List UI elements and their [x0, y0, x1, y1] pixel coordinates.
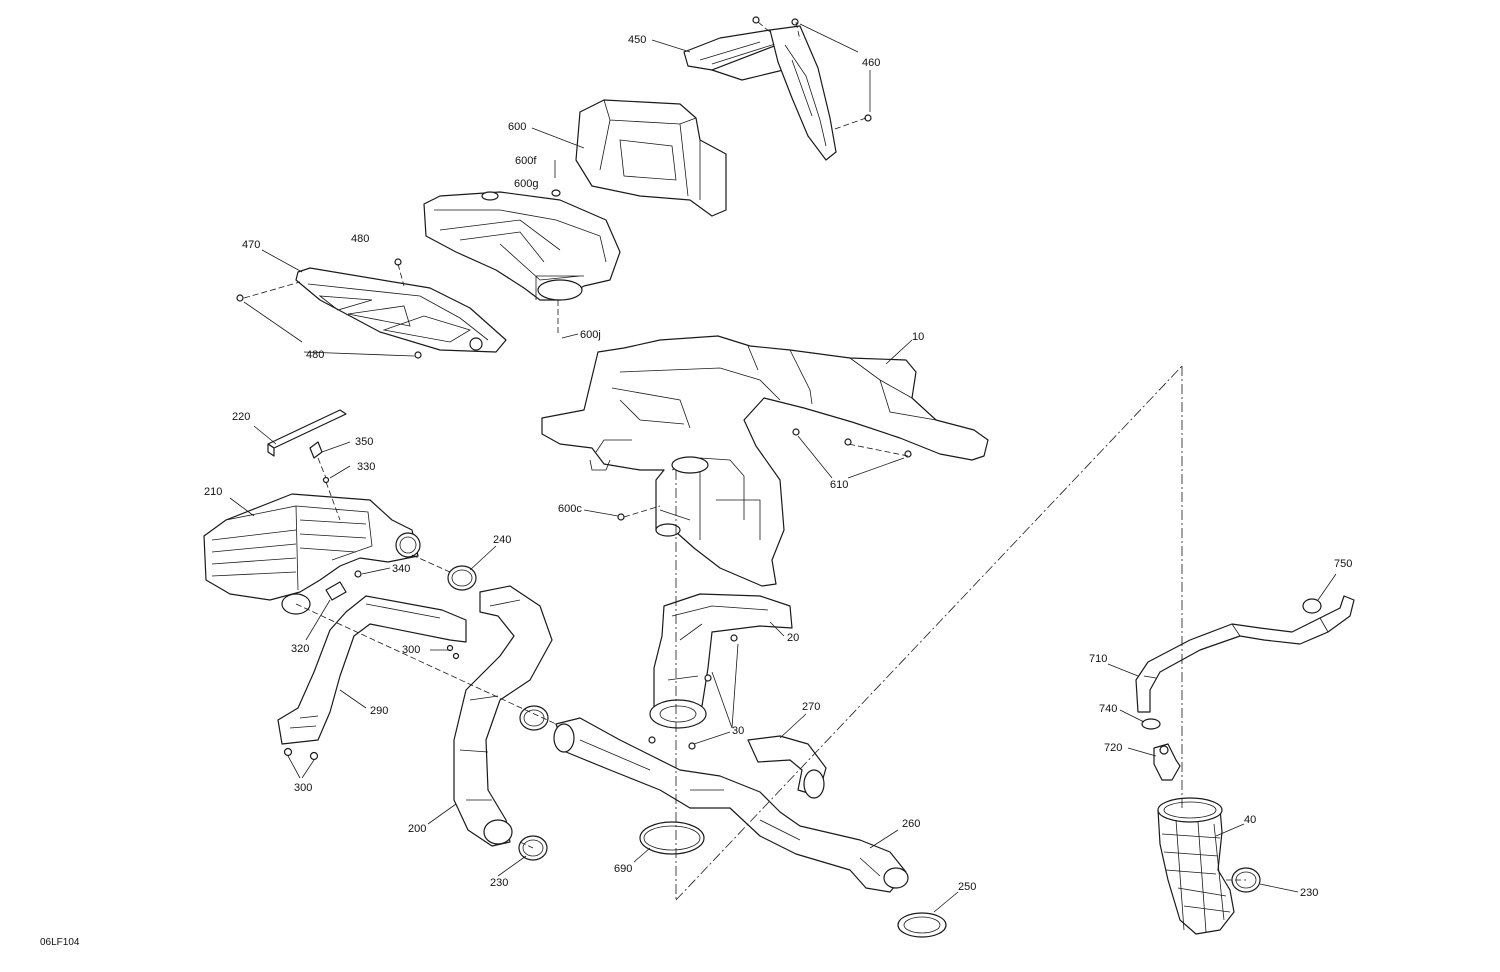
callout-450: 450	[628, 34, 646, 46]
part-20-intake-adapter	[648, 593, 793, 750]
part-470-filter-grille	[236, 258, 507, 359]
callout-710: 710	[1089, 653, 1107, 665]
part-690-clamp	[639, 821, 705, 855]
callout-300-bottom: 300	[294, 782, 312, 794]
callout-260: 260	[902, 818, 920, 830]
callout-480-top: 480	[351, 233, 369, 245]
part-710-vent-tube	[1135, 595, 1355, 713]
callout-690: 690	[614, 863, 632, 875]
part-270-elbow	[747, 735, 827, 799]
clamp-intercooler-outlet	[519, 705, 549, 731]
part-720-fitting	[1153, 743, 1181, 781]
parts-350-330-fasteners	[309, 441, 330, 484]
callout-200: 200	[408, 823, 426, 835]
part-740-ring	[1141, 718, 1161, 730]
part-600-upper-airbox	[423, 99, 727, 301]
callout-20: 20	[787, 632, 799, 644]
callout-300-top: 300	[402, 644, 420, 656]
callout-470: 470	[242, 239, 260, 251]
part-40-filter-housing	[1157, 797, 1235, 935]
part-210-intercooler	[203, 493, 421, 615]
callout-600j: 600j	[580, 329, 601, 341]
part-250-ring	[897, 912, 947, 938]
callout-30: 30	[732, 725, 744, 737]
callout-40: 40	[1244, 814, 1256, 826]
part-220-foam-strip	[267, 409, 347, 457]
assembly-lines	[243, 21, 1246, 901]
callout-340: 340	[392, 563, 410, 575]
callout-600c: 600c	[558, 503, 582, 515]
part-290-bracket	[277, 595, 467, 761]
callout-250: 250	[958, 881, 976, 893]
callout-610: 610	[830, 479, 848, 491]
leader-lines	[229, 23, 1337, 913]
part-200-hose	[453, 585, 553, 847]
callout-labels: 450 460 600 600f 600g 470 480 480 600j 1…	[40, 34, 1352, 948]
callout-10: 10	[912, 331, 924, 343]
callout-720: 720	[1104, 742, 1122, 754]
callout-600g: 600g	[514, 178, 538, 190]
callout-350: 350	[355, 436, 373, 448]
part-260-intake-pipe	[553, 717, 909, 893]
callout-230-right: 230	[1300, 887, 1318, 899]
part-240-clamp	[447, 565, 477, 591]
callout-270: 270	[802, 701, 820, 713]
callout-480-bottom: 480	[306, 349, 324, 361]
callout-750: 750	[1334, 558, 1352, 570]
callout-220: 220	[232, 411, 250, 423]
callout-330: 330	[357, 461, 375, 473]
callout-290: 290	[370, 705, 388, 717]
callout-600f: 600f	[515, 155, 537, 167]
callout-230-left: 230	[490, 877, 508, 889]
part-10-main-airbox	[541, 335, 989, 587]
callout-320: 320	[291, 643, 309, 655]
callout-460: 460	[862, 57, 880, 69]
drawing-code: 06LF104	[40, 937, 80, 948]
callout-740: 740	[1099, 703, 1117, 715]
callout-240: 240	[493, 534, 511, 546]
callout-600: 600	[508, 121, 526, 133]
callout-210: 210	[204, 486, 222, 498]
